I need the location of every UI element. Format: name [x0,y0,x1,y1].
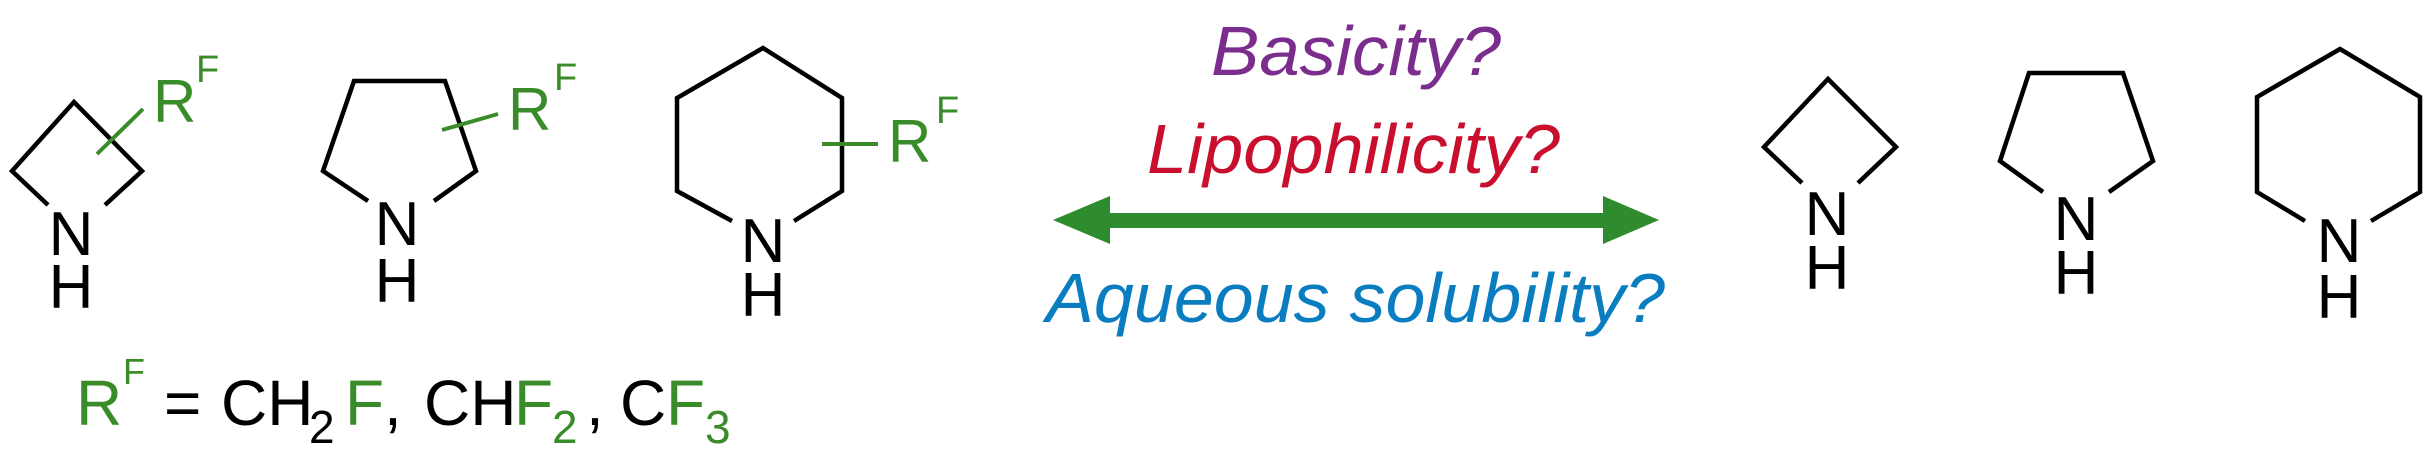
pyrrolidine: N H [1997,70,2156,308]
substituent-definition: R F = CH 2 F , CH F 2 , C F 3 [76,351,731,453]
ch2f-subscript: 2 [309,401,335,453]
substituent-superscript-f: F [554,57,577,99]
double-headed-arrow [1053,196,1659,244]
ring-bonds [1760,75,1900,185]
substituent-superscript-f: F [936,90,959,132]
nitrogen-label: N [375,190,420,259]
hydrogen-label: H [375,247,420,316]
chf2-ch: CH [424,367,516,439]
substituent-bond [441,112,499,132]
substituent-r: R [508,76,551,143]
nitrogen-label: N [49,200,94,269]
nitrogen-label: N [2054,185,2099,254]
fluorinated-pyrrolidine: R F N H [320,57,577,316]
cf3-f: F [666,367,705,439]
ring-bonds [320,78,479,203]
definition-equals: = [164,367,201,439]
nitrogen-label: N [2317,207,2362,276]
definition-superscript-f: F [123,351,145,392]
hydrogen-label: H [2317,263,2362,332]
definition-r: R [76,367,122,439]
ch2f-f: F [345,367,384,439]
azetidine: N H [1760,75,1900,303]
hydrogen-label: H [1805,234,1850,303]
comma: , [384,367,402,439]
ch2f-ch: CH [221,367,313,439]
chf2-f: F [514,367,553,439]
ring-bonds [2254,46,2423,223]
arrow-shaft [1105,213,1608,228]
cf3-subscript: 3 [705,401,731,453]
ring-bonds [8,98,146,207]
substituent-superscript-f: F [196,49,219,91]
lipophilicity-question: Lipophilicity? [1147,110,1560,188]
solubility-question: Aqueous solubility? [1042,259,1665,337]
basicity-question: Basicity? [1211,12,1501,90]
arrow-head-right [1603,196,1659,244]
nitrogen-label: N [1805,180,1850,249]
arrow-head-left [1053,196,1110,244]
substituent-r: R [888,108,931,175]
hydrogen-label: H [49,253,94,322]
substituent-bond [95,107,145,156]
comma: , [586,367,604,439]
substituent-r: R [153,68,196,135]
chf2-subscript: 2 [552,401,578,453]
nitrogen-label: N [741,207,786,276]
fluorinated-azetidine: R F N H [8,49,219,322]
ring-bonds [674,45,845,223]
cf3-c: C [620,367,666,439]
hydrogen-label: H [741,261,786,330]
fluorinated-piperidine: R F N H [674,45,959,330]
ring-bonds [1997,70,2156,194]
piperidine: N H [2254,46,2423,332]
hydrogen-label: H [2054,239,2099,308]
